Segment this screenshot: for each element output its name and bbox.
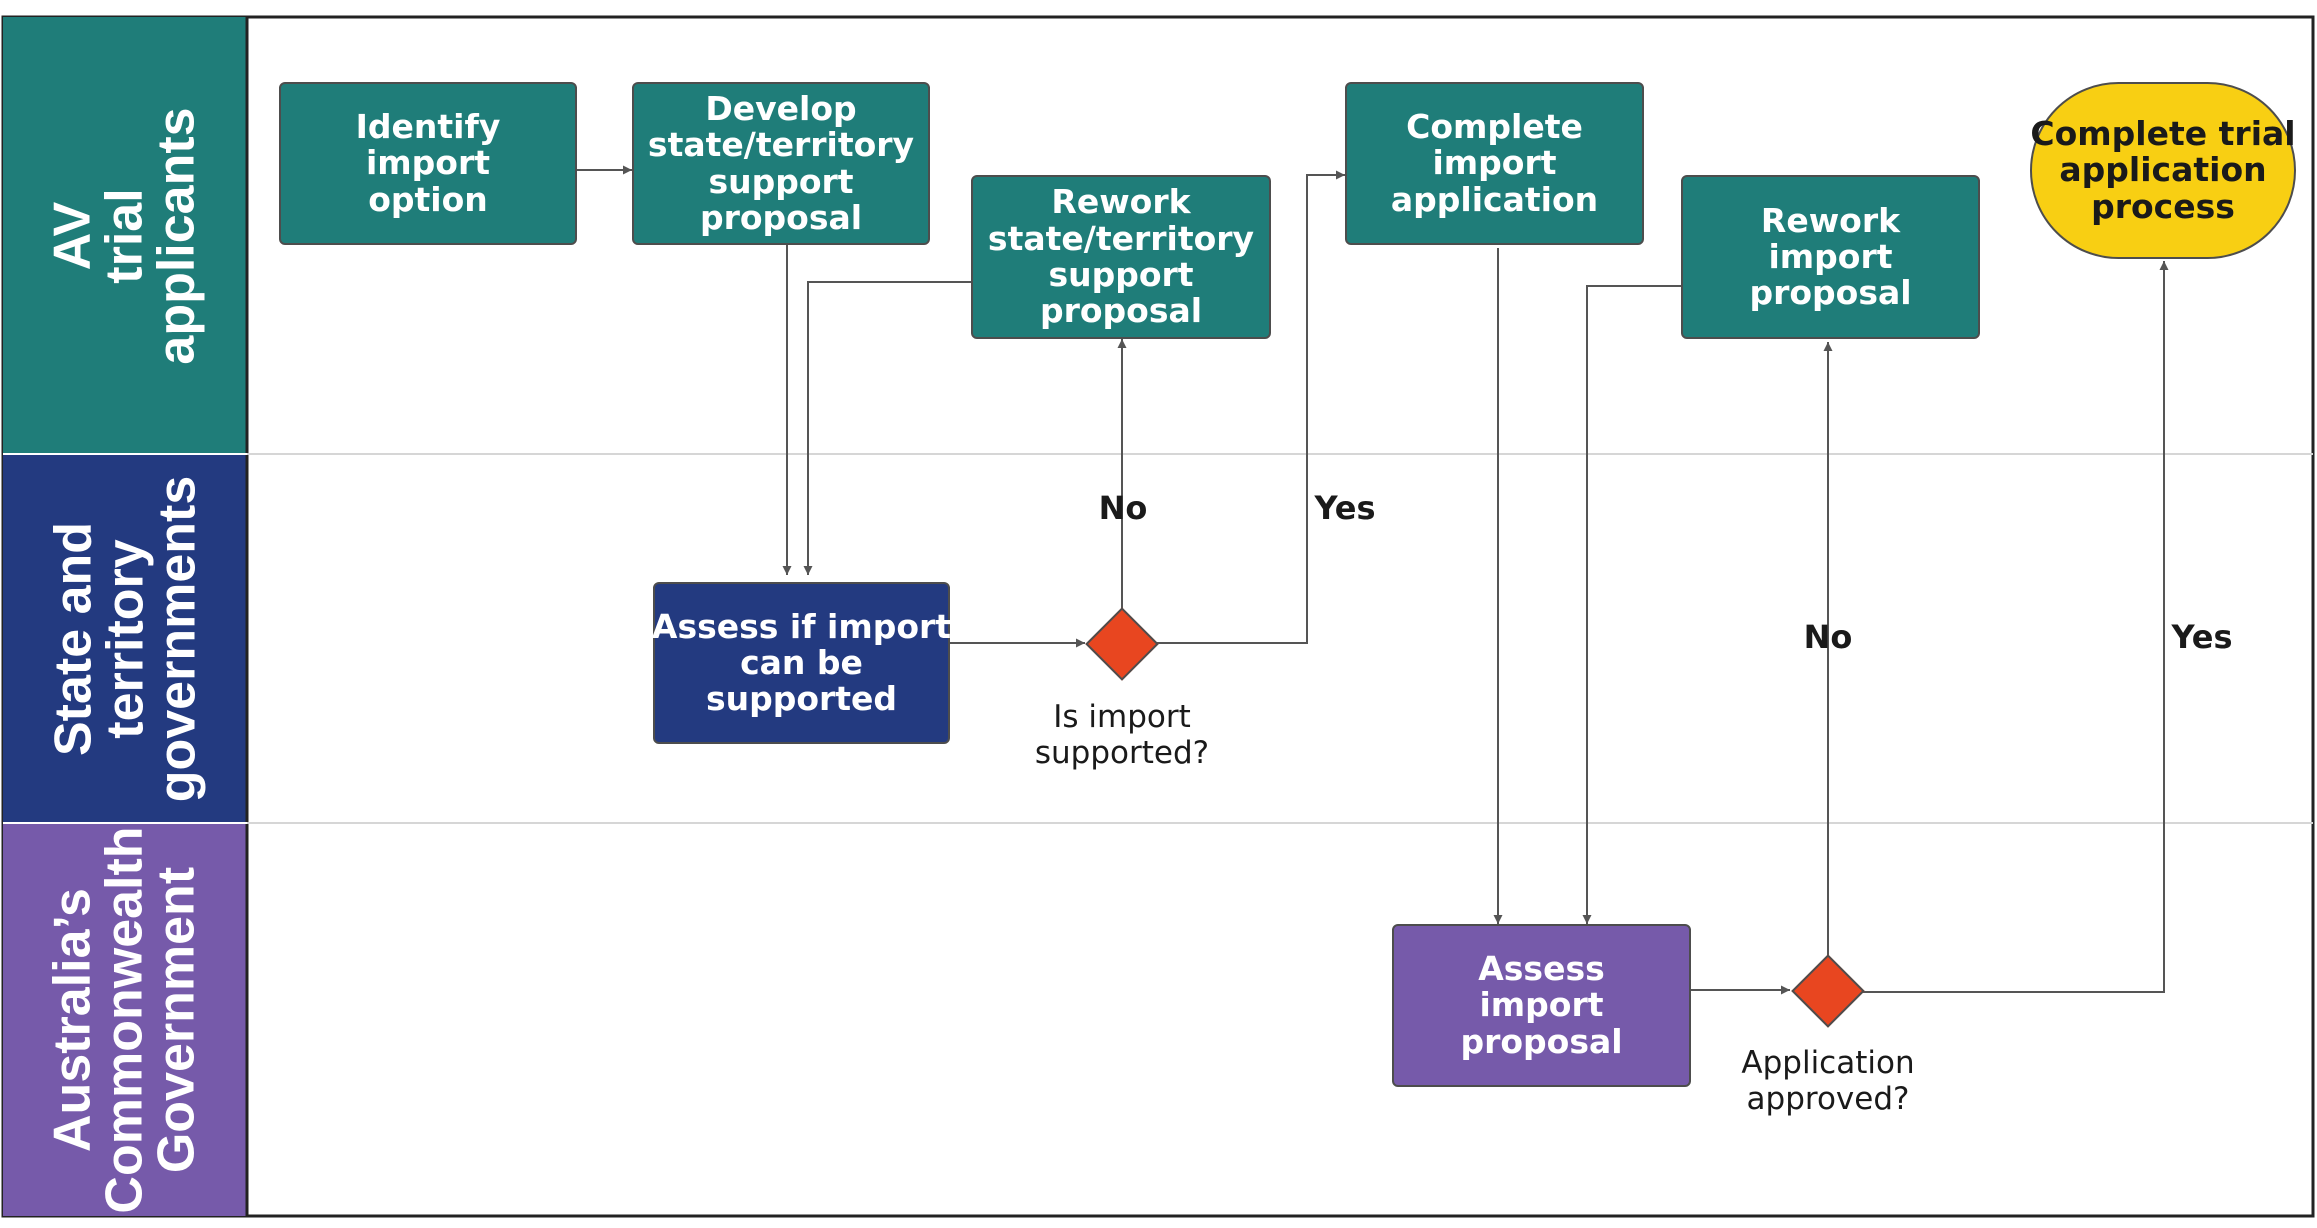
edge-decision-yes-to-complete	[1155, 170, 1345, 644]
rework-support-proposal-box: Rework state/territory support proposal	[971, 175, 1271, 339]
edge-rework-to-assess	[803, 281, 971, 575]
edge-label-yes-approved: Yes	[2171, 618, 2233, 656]
lane-band-av	[3, 17, 247, 454]
complete-trial-application-terminal: Complete trial application process	[2030, 82, 2296, 259]
develop-support-proposal-box: Develop state/territory support proposal	[632, 82, 930, 245]
edge-label-no-supported: No	[1098, 489, 1148, 527]
edge-approved-yes-to-complete-trial	[1862, 261, 2169, 993]
identify-import-option-box: Identify import option	[279, 82, 577, 245]
edge-label-yes-supported: Yes	[1314, 489, 1376, 527]
application-approved-question: Application approved?	[1741, 1045, 1915, 1118]
assess-import-proposal-box: Assess import proposal	[1392, 924, 1691, 1087]
edge-rework-import-to-assess-fed	[1582, 285, 1681, 924]
rework-import-proposal-box: Rework import proposal	[1681, 175, 1980, 339]
complete-import-application-box: Complete import application	[1345, 82, 1644, 245]
edge-label-no-approved: No	[1803, 618, 1853, 656]
lane-band-state	[3, 454, 247, 823]
assess-import-support-box: Assess if import can be supported	[652, 582, 951, 744]
lane-band-federal	[3, 823, 247, 1216]
import-supported-question: Is import supported?	[1034, 699, 1210, 772]
